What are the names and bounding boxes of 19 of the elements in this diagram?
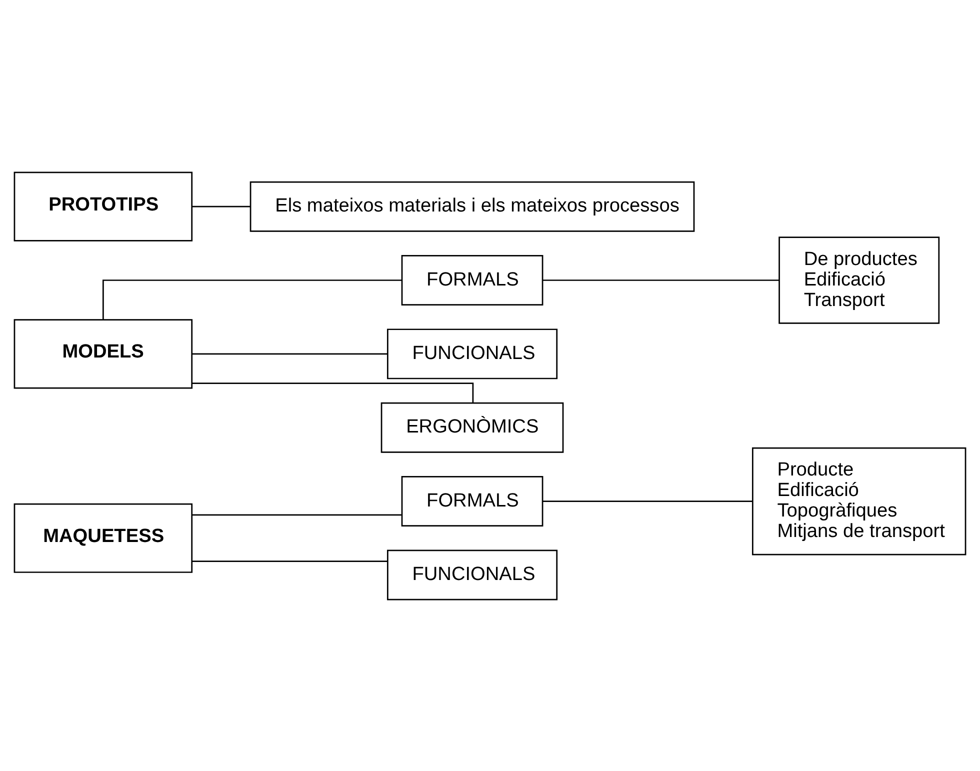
node-box: FUNCIONALS (386, 328, 558, 379)
connector (192, 382, 474, 402)
node-box: MAQUETESS (14, 502, 193, 572)
connector (542, 279, 780, 280)
connector (542, 500, 753, 502)
connector (192, 514, 402, 516)
node-box: Producte Edificació Topogràfiques Mitjans de transport (752, 446, 966, 555)
node-box: De productes Edificació Transport (778, 236, 940, 324)
node-box: FUNCIONALS (386, 549, 558, 600)
node-box: FORMALS (401, 254, 544, 305)
connector (192, 205, 250, 207)
node-box: ERGONÒMICS (380, 402, 564, 452)
connector (192, 352, 388, 354)
node-box: PROTOTIPS (14, 171, 193, 241)
node-box: Els mateixos materials i els mateixos processos (250, 180, 695, 232)
node-box: FORMALS (401, 476, 544, 526)
connector (192, 560, 388, 562)
node-box: MODELS (14, 318, 193, 388)
connector (102, 279, 402, 320)
